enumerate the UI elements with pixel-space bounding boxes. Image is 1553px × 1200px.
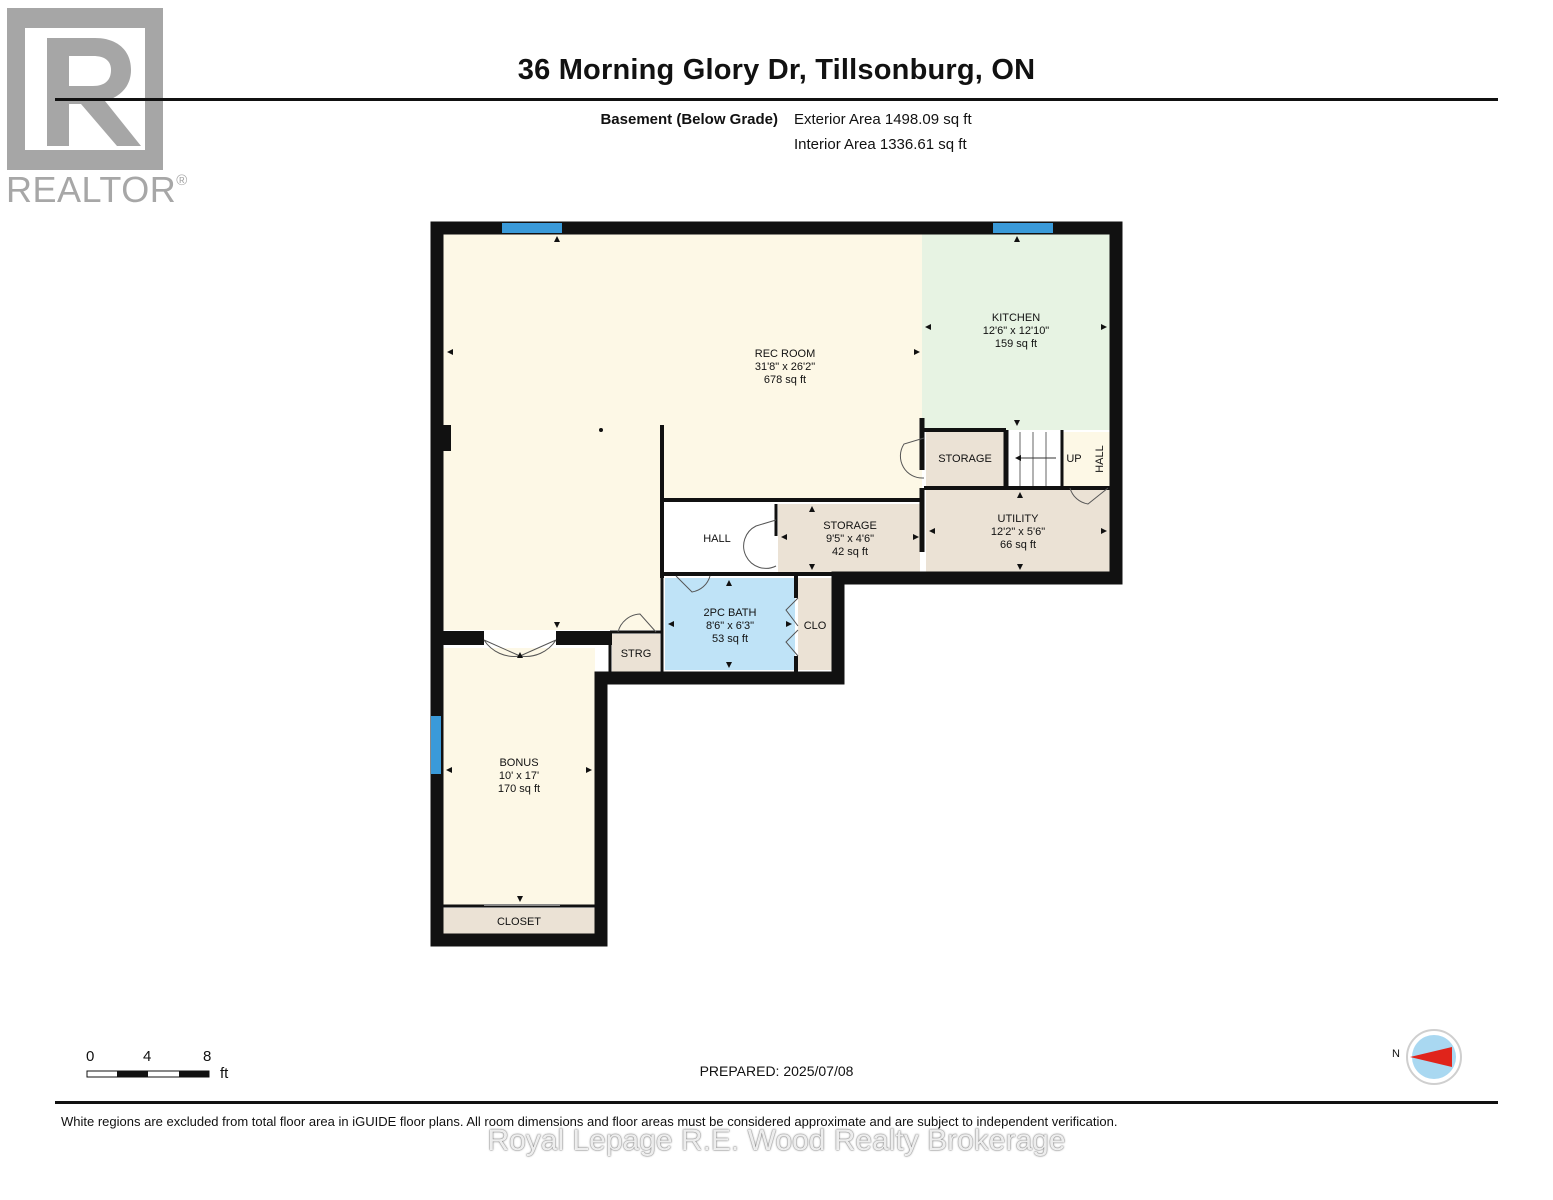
label-hall-vertical: HALL: [1094, 445, 1106, 473]
realtor-logo: [7, 8, 163, 170]
realtor-wordmark: REALTOR®: [6, 169, 188, 210]
window-bonus: [431, 716, 441, 774]
disclaimer: White regions are excluded from total fl…: [61, 1114, 1118, 1129]
room-labels: REC ROOM 31'8" x 26'2" 678 sq ft KITCHEN…: [497, 312, 1106, 928]
stairs-fill: [1008, 432, 1060, 486]
area-storage: 42 sq ft: [832, 546, 868, 558]
hall-fill: [662, 504, 776, 572]
scale-label-8: 8: [203, 1048, 212, 1065]
door-bath: [675, 575, 711, 593]
exterior-area: Exterior Area 1498.09 sq ft: [794, 111, 972, 128]
dims-bonus: 10' x 17': [499, 770, 539, 782]
dimension-markers: [446, 236, 1107, 902]
storage-upper-fill: [926, 432, 1004, 486]
bonus-fill: [443, 648, 595, 906]
area-rec-room: 678 sq ft: [764, 374, 806, 386]
utility-fill: [926, 490, 1110, 572]
compass-north-label: N: [1392, 1048, 1400, 1060]
kitchen-fill: [922, 234, 1110, 430]
label-strg: STRG: [621, 648, 652, 660]
dims-utility: 12'2" x 5'6": [991, 526, 1045, 538]
door-hall-storage: [743, 519, 777, 569]
scale-bar: [86, 1070, 210, 1078]
label-kitchen: KITCHEN: [992, 312, 1040, 324]
label-clo: CLO: [804, 620, 827, 632]
scale-label-4: 4: [143, 1048, 152, 1065]
room-fills: [443, 234, 1110, 934]
compass-needle-icon: [1410, 1047, 1452, 1067]
label-hall: HALL: [703, 533, 731, 545]
bath-fill: [665, 578, 795, 670]
door-storage-upper: [899, 437, 925, 479]
closet-fill: [443, 908, 595, 934]
realtor-r-icon: [47, 38, 141, 146]
dims-bath: 8'6" x 6'3": [706, 620, 754, 632]
label-utility: UTILITY: [998, 513, 1040, 525]
rec-room-fill: [443, 234, 922, 630]
label-storage-upper: STORAGE: [938, 453, 992, 465]
brokerage-watermark: Royal Lepage R.E. Wood Realty Brokerage: [487, 1124, 1066, 1157]
page-title: 36 Morning Glory Dr, Tillsonburg, ON: [517, 54, 1036, 86]
strg-fill: [612, 634, 660, 672]
stairs: [1015, 432, 1056, 486]
windows: [431, 223, 1053, 774]
door-strg: [617, 613, 657, 633]
window-kitchen: [993, 223, 1053, 233]
label-closet: CLOSET: [497, 916, 541, 928]
storage-fill: [778, 504, 920, 572]
door-utility: [1069, 487, 1109, 505]
footer-divider: [55, 1101, 1498, 1104]
exterior-walls: [430, 221, 1123, 947]
scale-unit: ft: [220, 1065, 229, 1082]
scale-label-0: 0: [86, 1048, 95, 1065]
header-divider: [55, 98, 1498, 101]
label-bath: 2PC BATH: [704, 607, 757, 619]
window-rec-room: [502, 223, 562, 233]
area-kitchen: 159 sq ft: [995, 338, 1037, 350]
dims-storage: 9'5" x 4'6": [826, 533, 874, 545]
label-rec-room: REC ROOM: [755, 348, 816, 360]
doors: [483, 437, 1109, 906]
hall-vertical-fill: [1062, 432, 1110, 486]
label-up: UP: [1066, 453, 1081, 465]
area-bath: 53 sq ft: [712, 633, 748, 645]
clo-fill: [798, 578, 832, 670]
level-label: Basement (Below Grade): [600, 111, 778, 128]
label-bonus: BONUS: [499, 757, 538, 769]
interior-area: Interior Area 1336.61 sq ft: [794, 136, 967, 153]
door-bonus-double: [483, 639, 557, 657]
dims-rec-room: 31'8" x 26'2": [755, 361, 815, 373]
area-utility: 66 sq ft: [1000, 539, 1036, 551]
prepared-date: PREPARED: 2025/07/08: [699, 1063, 854, 1079]
dims-kitchen: 12'6" x 12'10": [983, 325, 1050, 337]
area-bonus: 170 sq ft: [498, 783, 540, 795]
label-storage: STORAGE: [823, 520, 877, 532]
compass-icon: [1406, 1029, 1462, 1085]
door-clo-double: [785, 597, 799, 657]
